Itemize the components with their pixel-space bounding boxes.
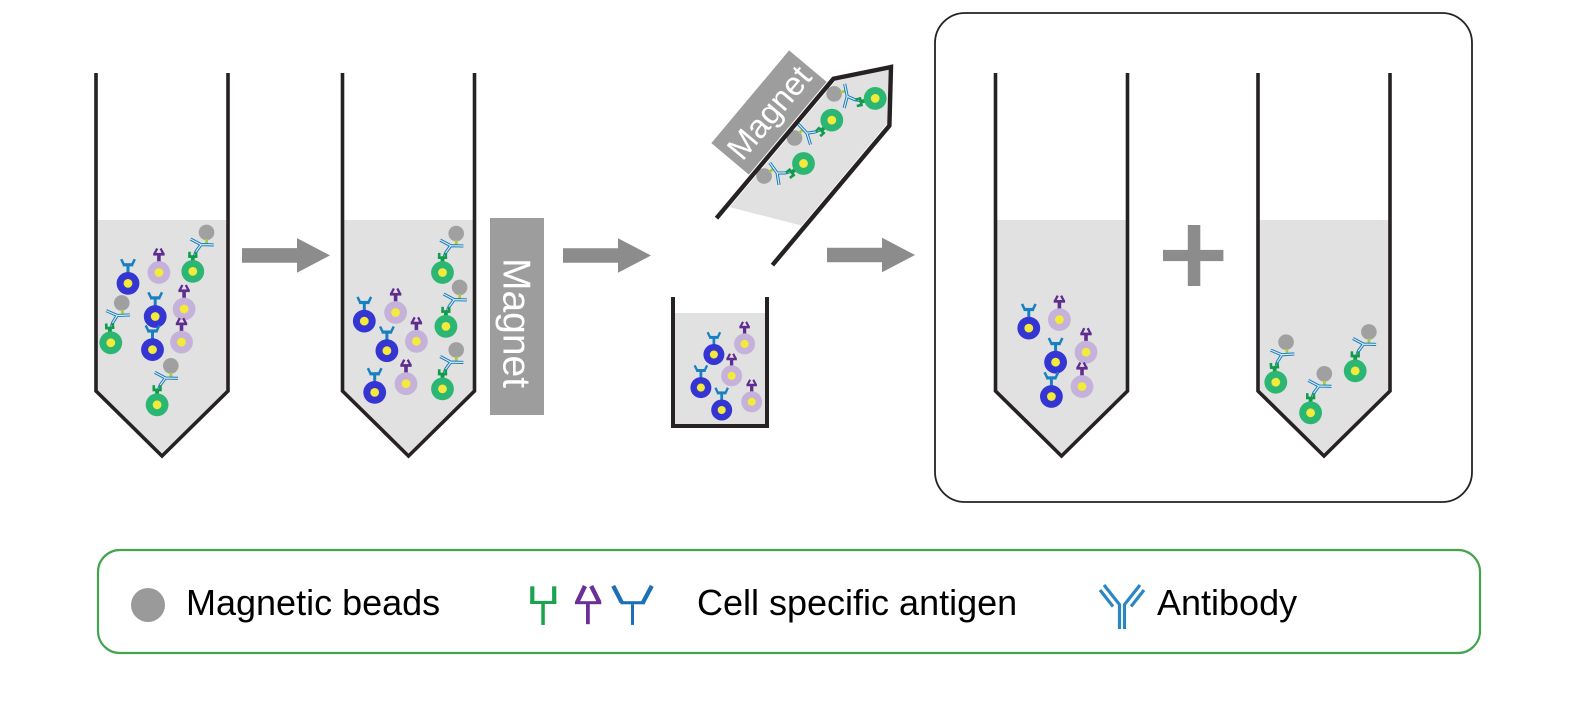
svg-text:Magnetic beads: Magnetic beads xyxy=(186,582,440,623)
svg-text:Magnet: Magnet xyxy=(495,258,538,388)
svg-text:Antibody: Antibody xyxy=(1157,582,1297,623)
svg-text:Cell specific antigen: Cell specific antigen xyxy=(697,582,1017,623)
